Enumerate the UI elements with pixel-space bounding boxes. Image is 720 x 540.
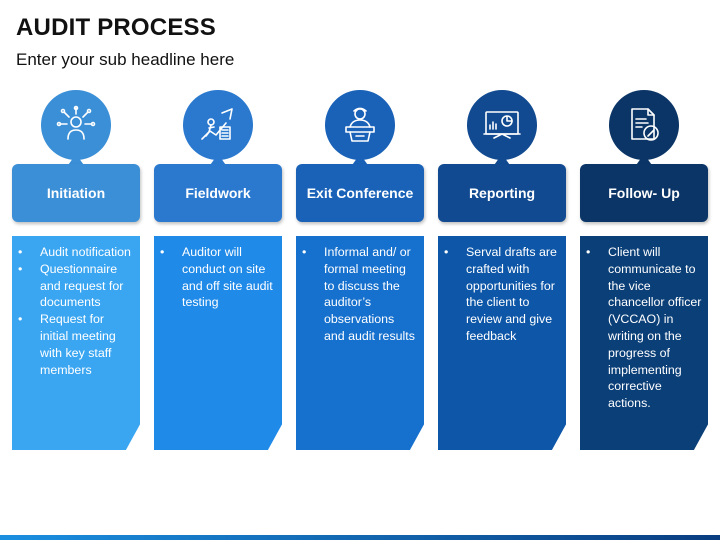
step-initiation: Initiation Audit notification Questionna… (12, 90, 140, 452)
step-body: Audit notification Questionnaire and req… (12, 236, 140, 450)
step-icon-circle (183, 90, 253, 160)
step-fieldwork: Fieldwork Auditor will conduct on site a… (154, 90, 282, 452)
team-network-icon (56, 105, 96, 140)
page-title: AUDIT PROCESS (16, 14, 216, 41)
document-edit-icon (631, 108, 659, 141)
bullet-item: Questionnaire and request for documents (18, 261, 134, 311)
step-icon-circle (609, 90, 679, 160)
report-board-icon (483, 111, 521, 139)
page-subtitle: Enter your sub headline here (16, 50, 235, 69)
step-header: Exit Conference (296, 164, 424, 222)
bullet-item: Serval drafts are crafted with opportuni… (444, 244, 560, 345)
step-body: Serval drafts are crafted with opportuni… (438, 236, 566, 450)
step-icon-circle (325, 90, 395, 160)
bullet-item: Request for initial meeting with key sta… (18, 311, 134, 378)
step-body: Auditor will conduct on site and off sit… (154, 236, 282, 450)
step-exit-conference: Exit Conference Informal and/ or formal … (296, 90, 424, 452)
step-header: Fieldwork (154, 164, 282, 222)
step-reporting: Reporting Serval drafts are crafted with… (438, 90, 566, 452)
presenter-podium-icon (345, 107, 375, 142)
step-header: Follow- Up (580, 164, 708, 222)
step-icon-circle (41, 90, 111, 160)
step-icon-circle (467, 90, 537, 160)
step-body: Client will communicate to the vice chan… (580, 236, 708, 450)
bullet-item: Audit notification (18, 244, 134, 261)
bottom-accent-bar (0, 535, 720, 540)
step-body: Informal and/ or formal meeting to discu… (296, 236, 424, 450)
bullet-item: Client will communicate to the vice chan… (586, 244, 702, 412)
step-header: Initiation (12, 164, 140, 222)
step-follow-up: Follow- Up Client will communicate to th… (580, 90, 708, 452)
step-header: Reporting (438, 164, 566, 222)
bullet-item: Auditor will conduct on site and off sit… (160, 244, 276, 311)
bullet-item: Informal and/ or formal meeting to discu… (302, 244, 418, 345)
climbing-growth-icon (201, 108, 233, 140)
